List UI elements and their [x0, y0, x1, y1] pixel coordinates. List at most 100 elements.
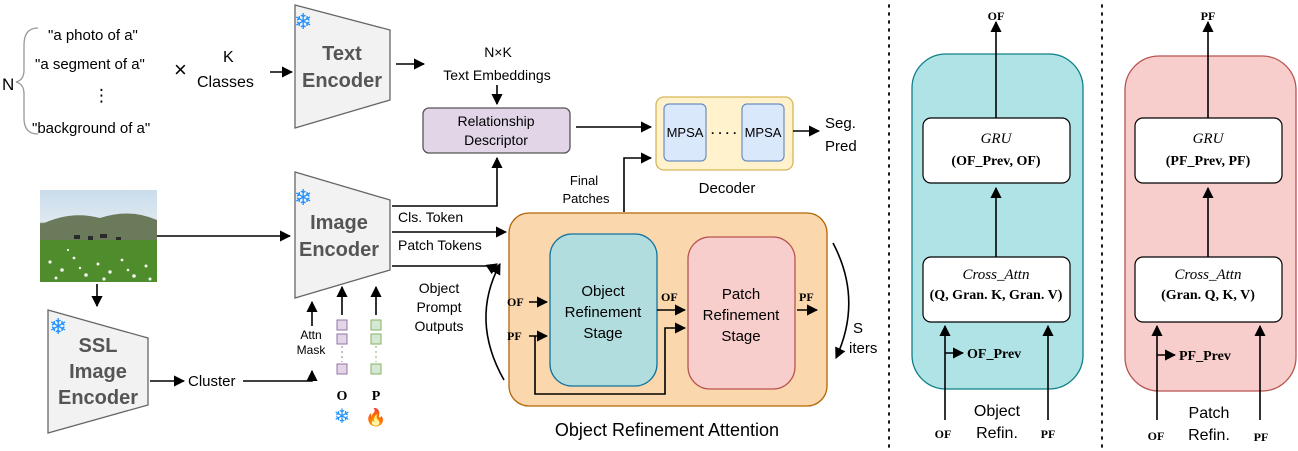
prompt-item: ⋮ — [93, 86, 110, 105]
object-in-left-label: OF — [935, 427, 952, 441]
object-stage-label: Stage — [583, 325, 622, 342]
patch-refinement-stage — [687, 236, 796, 390]
n-label: N — [2, 75, 14, 94]
object-output-label: OF — [988, 9, 1005, 23]
pf-output-label: PF — [799, 290, 814, 304]
ora-title: Object Refinement Attention — [555, 420, 779, 440]
object-prompt-outputs-label: Object — [419, 280, 460, 296]
decoder: MPSA · · · · MPSA Decoder — [655, 96, 794, 197]
mpsa-dots: · · · · — [711, 126, 737, 140]
patch-panel-label: Refin. — [1188, 427, 1230, 444]
ssl-encoder-label: Encoder — [58, 387, 138, 409]
patch-stage-label: Stage — [721, 328, 760, 345]
s-iters-label: iters — [849, 340, 877, 357]
cls-token-label: Cls. Token — [398, 209, 463, 225]
attn-mask-label: Mask — [297, 343, 327, 357]
iteration-loop-right — [832, 242, 850, 360]
object-refinement-panel: OF GRU (OF_Prev, OF) Cross_Attn (Q, Gran… — [911, 9, 1084, 442]
final-patches-label: Final — [570, 173, 598, 188]
object-token — [336, 319, 348, 331]
final-patches-arrow — [623, 152, 653, 212]
times-sign: × — [174, 57, 187, 82]
patch-tokens-label: Patch Tokens — [398, 237, 482, 253]
object-refinement-attention: Object Refinement Attention Object Refin… — [485, 212, 877, 440]
input-image — [40, 190, 157, 282]
relationship-descriptor: Relationship Descriptor — [422, 107, 571, 154]
object-cross-title: Cross_Attn — [963, 267, 1030, 283]
ssl-encoder-label: SSL — [79, 335, 118, 357]
fire-icon: 🔥 — [365, 407, 386, 427]
object-token-label: O — [337, 389, 348, 404]
patch-tokens: P 🔥 — [365, 285, 387, 427]
text-encoder-label: Encoder — [302, 70, 382, 92]
prompt-item: "a photo of a" — [48, 27, 138, 44]
ssl-encoder-label: Image — [69, 361, 127, 383]
iteration-loop-left — [485, 263, 505, 381]
object-gru-args: (OF_Prev, OF) — [951, 154, 1040, 169]
k-label: K — [223, 49, 234, 66]
patch-token — [370, 319, 382, 331]
object-tokens: O ❄ — [334, 285, 351, 428]
patch-token-label: P — [372, 389, 381, 404]
cls-token-to-relationship-arrow — [392, 156, 503, 207]
patch-cross-title: Cross_Attn — [1175, 267, 1242, 283]
prompt-item: "a segment of a" — [35, 56, 145, 73]
s-iters-label: S — [853, 320, 863, 337]
ssl-encoder-shape — [47, 309, 149, 434]
seg-pred-label: Pred — [825, 138, 857, 155]
patch-panel-bg — [1124, 55, 1297, 392]
object-in-right-label: PF — [1041, 427, 1056, 441]
patch-cross-attn-box — [1134, 256, 1283, 323]
text-encoder-label: Text — [322, 43, 362, 65]
patch-gru-args: (PF_Prev, PF) — [1166, 154, 1251, 169]
patch-prev-label: PF_Prev — [1179, 349, 1231, 364]
input-image-flowers — [48, 248, 152, 281]
image-encoder-shape — [294, 171, 391, 299]
object-token — [336, 363, 348, 375]
snowflake-icon: ❄ — [49, 314, 67, 339]
patch-stage-label: Refinement — [703, 307, 781, 324]
snowflake-icon: ❄ — [294, 185, 312, 210]
object-prompt-outputs-label: Outputs — [414, 318, 463, 334]
patch-token — [370, 333, 382, 345]
pf-input-label: PF — [507, 329, 522, 343]
image-encoder-label: Image — [310, 212, 368, 234]
final-patches-label: Patches — [563, 191, 610, 206]
object-gru-box — [922, 117, 1071, 184]
snowflake-icon: ❄ — [334, 406, 351, 428]
object-token — [336, 333, 348, 345]
seg-pred-label: Seg. — [825, 115, 856, 132]
object-prev-label: OF_Prev — [967, 347, 1021, 362]
mpsa-label: MPSA — [745, 125, 782, 140]
object-gru-title: GRU — [981, 131, 1013, 147]
decoder-label: Decoder — [699, 180, 756, 197]
patch-in-right-label: PF — [1254, 430, 1269, 444]
patch-gru-title: GRU — [1193, 131, 1225, 147]
patch-stage-label: Patch — [722, 286, 760, 303]
mpsa-block — [741, 103, 785, 162]
object-panel-bg — [911, 53, 1084, 390]
pf-bypass-arrow — [534, 322, 687, 395]
prompt-item: "background of a" — [32, 120, 150, 137]
relationship-descriptor-box — [422, 107, 571, 154]
relationship-descriptor-label: Descriptor — [464, 132, 528, 148]
snowflake-icon: ❄ — [294, 9, 312, 34]
text-embeddings-label: N×K — [484, 44, 512, 60]
cluster-label: Cluster — [188, 373, 236, 390]
of-mid-label: OF — [661, 290, 678, 304]
object-panel-label: Object — [974, 403, 1021, 420]
input-image-animals — [74, 234, 121, 240]
text-embeddings-label: Text Embeddings — [443, 67, 550, 83]
input-image-hills — [40, 213, 157, 240]
cluster-to-attn-mask-arrow — [243, 369, 318, 382]
classes-label: Classes — [197, 74, 254, 91]
patch-tokens-to-ora-arrow — [392, 263, 498, 275]
mpsa-block — [663, 103, 707, 162]
ssl-image-encoder: ❄ SSL Image Encoder — [47, 309, 149, 434]
patch-panel-label: Patch — [1189, 405, 1230, 422]
text-encoder: ❄ Text Encoder — [294, 4, 391, 129]
relationship-descriptor-label: Relationship — [457, 113, 534, 129]
object-panel-label: Refin. — [976, 425, 1018, 442]
prompt-brace — [15, 27, 39, 135]
attn-mask-label: Attn — [300, 328, 321, 342]
